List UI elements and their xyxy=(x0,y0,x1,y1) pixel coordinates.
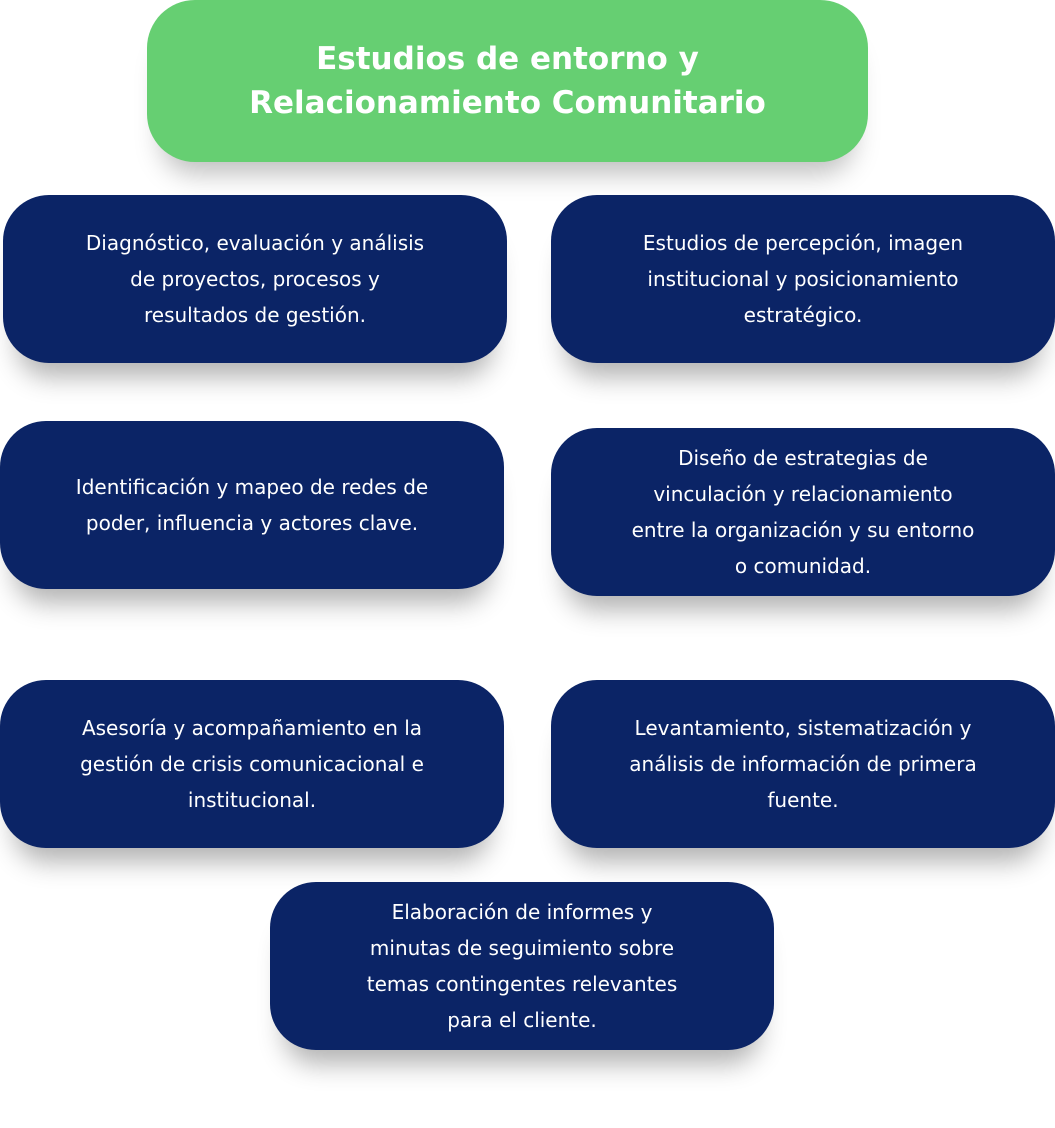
service-text: Diagnóstico, evaluación y análisis de pr… xyxy=(85,231,425,327)
service-box-crisis: Asesoría y acompañamiento en la gestión … xyxy=(0,680,504,848)
title-text: Estudios de entorno y Relacionamiento Co… xyxy=(249,41,766,121)
service-box-vinculacion: Diseño de estrategias de vinculación y r… xyxy=(551,428,1055,596)
title-box: Estudios de entorno y Relacionamiento Co… xyxy=(147,0,868,162)
service-text: Levantamiento, sistematización y análisi… xyxy=(629,716,977,812)
service-text: Asesoría y acompañamiento en la gestión … xyxy=(80,716,424,812)
service-text: Diseño de estrategias de vinculación y r… xyxy=(631,446,975,578)
service-box-diagnostico: Diagnóstico, evaluación y análisis de pr… xyxy=(3,195,507,363)
service-text: Identificación y mapeo de redes de poder… xyxy=(75,475,429,535)
service-box-mapeo: Identificación y mapeo de redes de poder… xyxy=(0,421,504,589)
service-box-levantamiento: Levantamiento, sistematización y análisi… xyxy=(551,680,1055,848)
service-text: Elaboración de informes y minutas de seg… xyxy=(366,900,678,1032)
service-text: Estudios de percepción, imagen instituci… xyxy=(642,231,964,327)
service-box-percepcion: Estudios de percepción, imagen instituci… xyxy=(551,195,1055,363)
service-box-informes: Elaboración de informes y minutas de seg… xyxy=(270,882,774,1050)
